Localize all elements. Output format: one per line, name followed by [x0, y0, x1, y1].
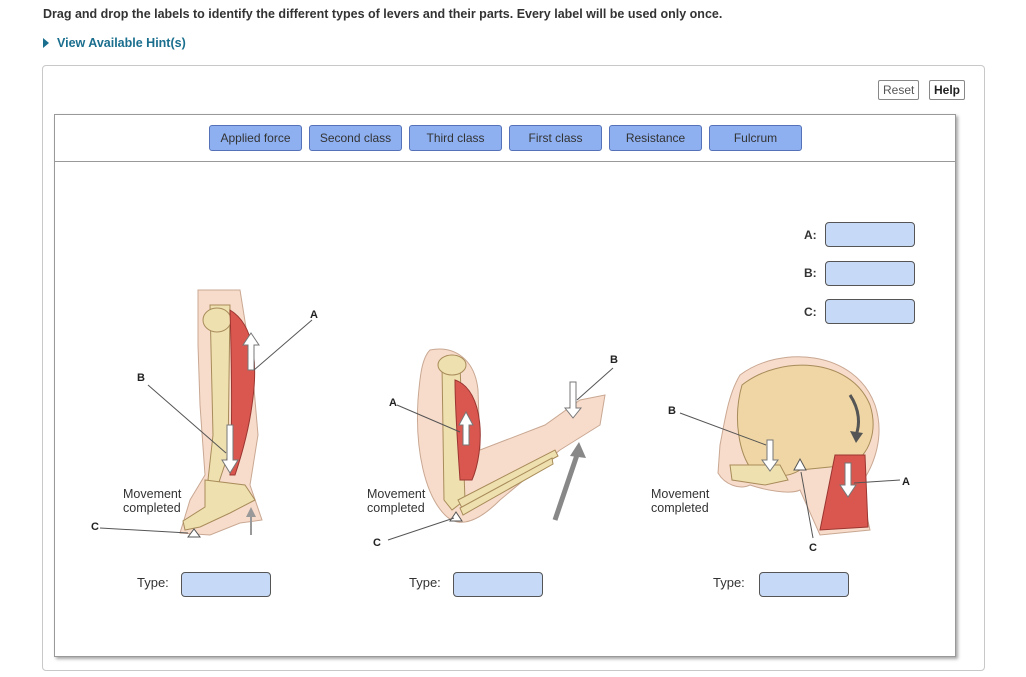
- arm-label-c: C: [373, 537, 381, 549]
- dropzone-a[interactable]: [825, 222, 915, 247]
- arm-label-b: B: [610, 354, 618, 366]
- dropzone-type-foot[interactable]: [181, 572, 271, 597]
- reset-button[interactable]: Reset: [878, 80, 920, 100]
- type-label-head: Type:: [713, 575, 745, 590]
- dropzone-type-head[interactable]: [759, 572, 849, 597]
- type-label-arm: Type:: [409, 575, 441, 590]
- label-chip-second-class[interactable]: Second class: [309, 125, 402, 151]
- dropzone-b[interactable]: [825, 261, 915, 286]
- label-bank: [54, 114, 956, 162]
- foot-label-b: B: [137, 372, 145, 384]
- view-hints-label: View Available Hint(s): [57, 36, 186, 50]
- dropzone-c[interactable]: [825, 299, 915, 324]
- head-label-c: C: [809, 542, 817, 554]
- type-label-foot: Type:: [137, 575, 169, 590]
- head-movement-caption: Movement completed: [651, 487, 710, 515]
- help-button[interactable]: Help: [929, 80, 966, 100]
- arm-movement-caption: Movement completed: [367, 487, 426, 515]
- key-c-label: C:: [804, 305, 817, 319]
- expand-triangle-icon: [43, 38, 49, 48]
- head-lever-illustration: [679, 356, 901, 539]
- foot-lever-illustration: [99, 289, 313, 538]
- view-hints-link[interactable]: View Available Hint(s): [43, 36, 186, 50]
- arm-lever-illustration: [387, 348, 614, 541]
- head-label-a: A: [902, 476, 910, 488]
- label-chip-resistance[interactable]: Resistance: [609, 125, 702, 151]
- key-a-label: A:: [804, 228, 817, 242]
- head-label-b: B: [668, 405, 676, 417]
- label-chip-fulcrum[interactable]: Fulcrum: [709, 125, 802, 151]
- label-chip-third-class[interactable]: Third class: [409, 125, 502, 151]
- foot-label-a: A: [310, 309, 318, 321]
- arm-label-a: A: [389, 397, 397, 409]
- foot-movement-caption: Movement completed: [123, 487, 182, 515]
- foot-label-c: C: [91, 521, 99, 533]
- label-chip-first-class[interactable]: First class: [509, 125, 602, 151]
- key-b-label: B:: [804, 266, 817, 280]
- instructions-text: Drag and drop the labels to identify the…: [43, 7, 723, 21]
- dropzone-type-arm[interactable]: [453, 572, 543, 597]
- label-chip-applied-force[interactable]: Applied force: [209, 125, 302, 151]
